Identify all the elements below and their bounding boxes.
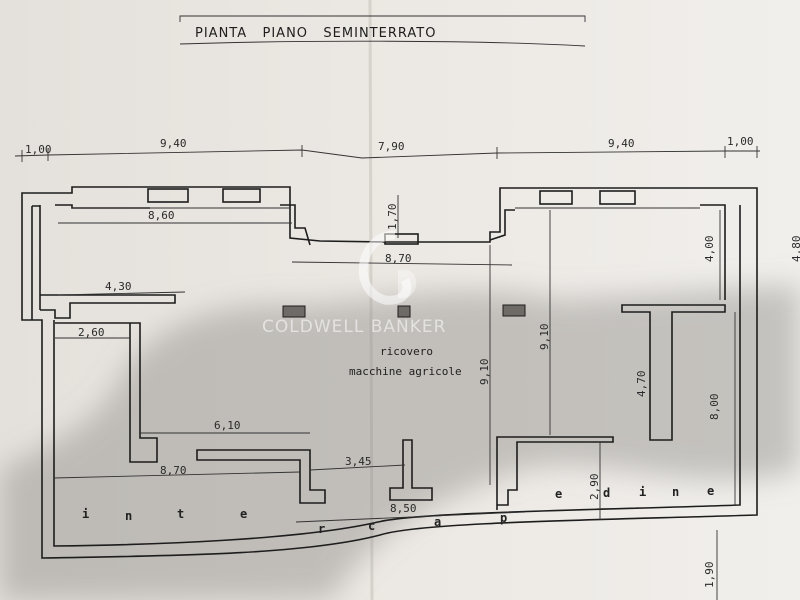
room-label-line2: macchine agricole (349, 365, 462, 378)
intercapedine-letter: i (82, 507, 89, 521)
intercapedine-letter: t (177, 507, 184, 521)
intercapedine-letter: c (368, 519, 375, 533)
watermark-text: COLDWELL BANKER (262, 317, 446, 337)
intercapedine-label: i n t e r c a p e d i n e (82, 484, 714, 536)
dim-center-depth-b: 9,10 (538, 324, 551, 351)
dim-outer-offset: 1,90 (703, 562, 716, 589)
dim-right-partition: 4,70 (635, 371, 648, 398)
dim-top-left-margin: 1,00 (25, 143, 52, 156)
pillar-marker (502, 304, 526, 317)
room-label-line1: ricovero (380, 345, 433, 358)
dim-top-left: 9,40 (160, 137, 187, 150)
watermark-logo: COLDWELL BANKER (262, 230, 446, 337)
intercapedine-letter: p (500, 511, 507, 525)
dim-right-edge: 4,80 (790, 236, 800, 263)
dim-right-depth: 8,00 (708, 394, 721, 421)
dim-left-wall: 6,10 (214, 419, 241, 432)
dim-bottom-left: 8,70 (160, 464, 187, 477)
walls (21, 186, 758, 559)
hand-shadow (0, 285, 800, 600)
dim-center-width: 8,70 (385, 252, 412, 265)
title-block: PIANTA PIANO SEMINTERRATO (179, 15, 586, 47)
dim-right-room-depth: 4,00 (703, 236, 716, 263)
intercapedine-letter: i (639, 485, 646, 499)
dim-left-corridor: 2,60 (78, 326, 105, 339)
dim-left-room-width: 8,60 (148, 209, 175, 222)
intercapedine-letter: r (318, 522, 325, 536)
dim-gap-height: 2,90 (588, 474, 601, 501)
dim-top-right: 9,40 (608, 137, 635, 150)
pillar-marker (397, 305, 411, 318)
dim-top-center: 7,90 (378, 140, 405, 153)
intercapedine-letter: n (125, 509, 132, 523)
intercapedine-letter: d (603, 486, 610, 500)
dim-center-recess: 1,70 (386, 204, 399, 231)
intercapedine-letter: e (707, 484, 714, 498)
top-dimension-line (14, 145, 760, 162)
intercapedine-letter: n (672, 485, 679, 499)
intercapedine-letter: e (555, 487, 562, 501)
dim-pillar-gap: 3,45 (345, 455, 372, 468)
intercapedine-letter: a (434, 515, 441, 529)
dim-left-small: 4,30 (105, 280, 132, 293)
dim-bottom-center: 8,50 (390, 502, 417, 515)
pillar-marker (282, 305, 306, 318)
interior-dimension-lines (53, 195, 736, 600)
dim-center-depth-a: 9,10 (478, 359, 491, 386)
plan-title: PIANTA PIANO SEMINTERRATO (195, 26, 436, 41)
dim-top-right-margin: 1,00 (727, 135, 754, 148)
intercapedine-letter: e (240, 507, 247, 521)
